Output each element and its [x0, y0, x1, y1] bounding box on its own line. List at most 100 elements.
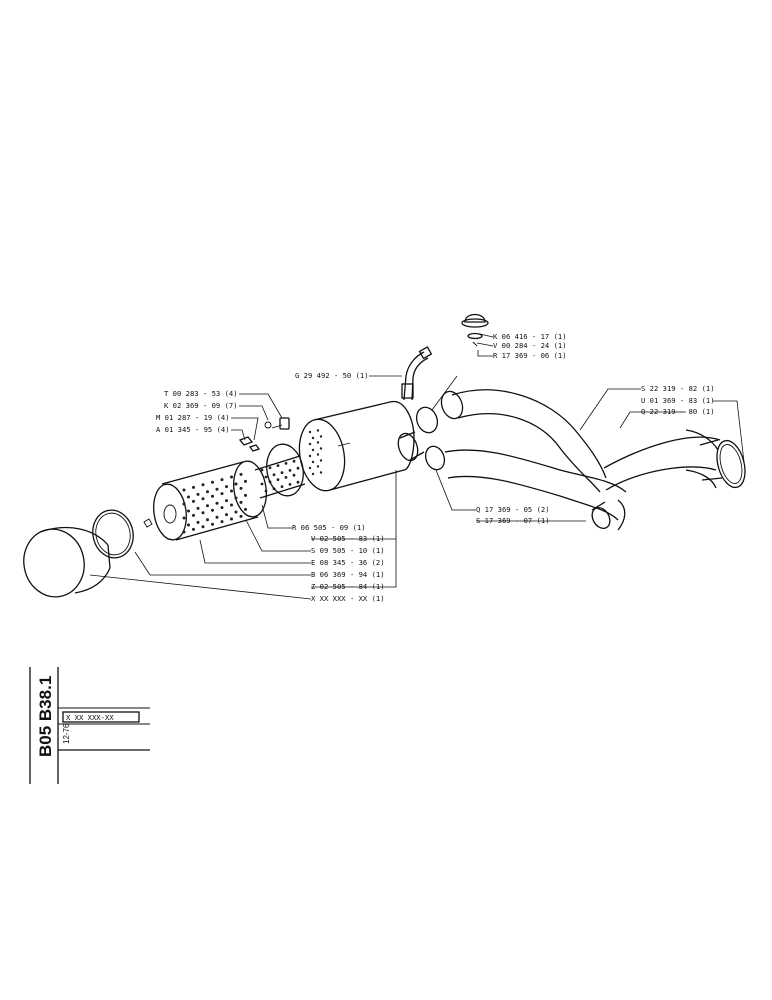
perforation-hole — [239, 486, 243, 490]
drawing-date: 12-76 — [62, 723, 71, 744]
lower-hose — [444, 449, 627, 531]
elbow-fitting — [401, 346, 433, 401]
perforation-hole — [215, 487, 219, 491]
perforation-hole — [284, 476, 288, 479]
label-e08345: E 08 345 - 36 (2) — [311, 558, 385, 567]
perforation-hole — [284, 462, 288, 465]
perforation-hole — [215, 501, 219, 505]
perforation-hole — [296, 466, 300, 470]
perforation-hole — [201, 525, 205, 529]
perforation-hole — [319, 435, 323, 438]
label-m01287: M 01 287 - 19 (4) — [156, 413, 230, 422]
drawing-number: B05 B38.1 — [36, 676, 55, 757]
label-s22319: S 22 319 - 82 (1) — [641, 384, 715, 393]
perforation-hole — [308, 454, 312, 458]
label-z02505: Z 02 505 - 84 (1) — [311, 582, 385, 591]
perforation-hole — [288, 469, 292, 472]
perforation-hole — [276, 464, 280, 467]
inner-tube — [254, 455, 306, 499]
perforation-hole — [311, 460, 315, 464]
perforation-hole — [316, 453, 320, 456]
perforation-hole — [182, 530, 186, 534]
part-labels: K 06 416 - 17 (1) V 00 284 - 24 (1) R 17… — [156, 332, 715, 603]
perforation-hole — [201, 483, 205, 487]
perforation-hole — [268, 466, 272, 470]
clip-part — [143, 518, 153, 528]
perforation-hole — [308, 430, 312, 434]
perforation-hole — [225, 499, 228, 503]
perforation-hole — [196, 520, 200, 524]
outlet-connector — [397, 431, 425, 462]
perforation-hole — [192, 485, 195, 489]
label-k06416: K 06 416 - 17 (1) — [493, 332, 567, 341]
perforation-hole — [272, 473, 276, 477]
perforation-hole — [264, 489, 268, 493]
end-cap — [23, 526, 111, 598]
perforation-hole — [182, 488, 186, 492]
label-t00283: T 00 283 - 53 (4) — [164, 389, 238, 398]
perforation-hole — [211, 480, 214, 484]
label-r06505: R 06 505 - 09 (1) — [292, 523, 366, 532]
hose-clamps — [415, 390, 611, 529]
perforation-hole — [211, 508, 214, 512]
perforation-hole — [319, 471, 323, 474]
perforation-hole — [234, 510, 238, 514]
filter-cartridge — [153, 460, 267, 541]
perforation-hole — [230, 489, 233, 493]
perforation-hole — [308, 442, 312, 446]
perforation-hole — [220, 520, 224, 524]
perforation-hole — [192, 513, 195, 517]
sealing-ring — [92, 509, 134, 559]
label-a01345: A 01 345 - 95 (4) — [156, 425, 230, 434]
perforation-hole — [316, 465, 320, 468]
perforation-hole — [192, 499, 195, 503]
perforation-hole — [280, 471, 284, 474]
perforation-hole — [211, 494, 214, 498]
perforation-hole — [220, 492, 224, 496]
label-g29492: G 29 492 - 50 (1) — [295, 371, 369, 380]
perforation-hole — [234, 482, 238, 486]
label-k02369: K 02 369 - 09 (7) — [164, 401, 238, 410]
perforation-hole — [187, 495, 190, 499]
perforation-hole — [206, 490, 209, 494]
perforation-hole — [311, 472, 315, 476]
perforation-hole — [239, 472, 243, 476]
perforation-hole — [280, 485, 284, 488]
breather-cap — [461, 313, 489, 347]
perforation-hole — [292, 459, 296, 463]
label-s09505: S 09 505 - 10 (1) — [311, 546, 385, 555]
perforation-hole — [316, 429, 320, 432]
perforation-hole — [196, 506, 200, 510]
filter-housing — [298, 401, 415, 492]
bolt-assembly — [238, 417, 290, 452]
perforation-hole — [244, 507, 247, 511]
label-q17369: Q 17 369 - 05 (2) — [476, 505, 550, 514]
label-v02505: V 02 505 - 83 (1) — [311, 534, 385, 543]
upper-hose — [451, 389, 721, 493]
perforation-hole — [201, 511, 205, 515]
perforation-hole — [239, 500, 243, 504]
perforation-hole — [276, 478, 280, 481]
label-xxx: X XX XXX - XX (1) — [311, 594, 385, 603]
part-reference: X XX XXX-XX — [66, 713, 114, 722]
leader-lines — [89, 333, 745, 600]
perforation-hole — [292, 473, 296, 477]
perforation-hole — [311, 436, 315, 440]
perforation-hole — [230, 517, 233, 521]
label-b06369: B 06 369 - 94 (1) — [311, 570, 385, 579]
perforation-hole — [234, 496, 238, 500]
perforation-hole — [316, 441, 320, 444]
perforation-hole — [308, 466, 312, 470]
perforation-hole — [201, 497, 205, 501]
perforation-hole — [244, 479, 247, 483]
perforation-hole — [192, 527, 195, 531]
label-u01369: U 01 369 - 83 (1) — [641, 396, 715, 405]
perforation-hole — [239, 514, 243, 518]
perforation-hole — [260, 468, 264, 472]
perforation-hole — [211, 522, 214, 526]
perforation-hole — [220, 478, 224, 482]
label-r17369: R 17 369 - 06 (1) — [493, 351, 567, 360]
perforation-hole — [182, 502, 186, 506]
label-q22319: Q 22 319 - 80 (1) — [641, 407, 715, 416]
